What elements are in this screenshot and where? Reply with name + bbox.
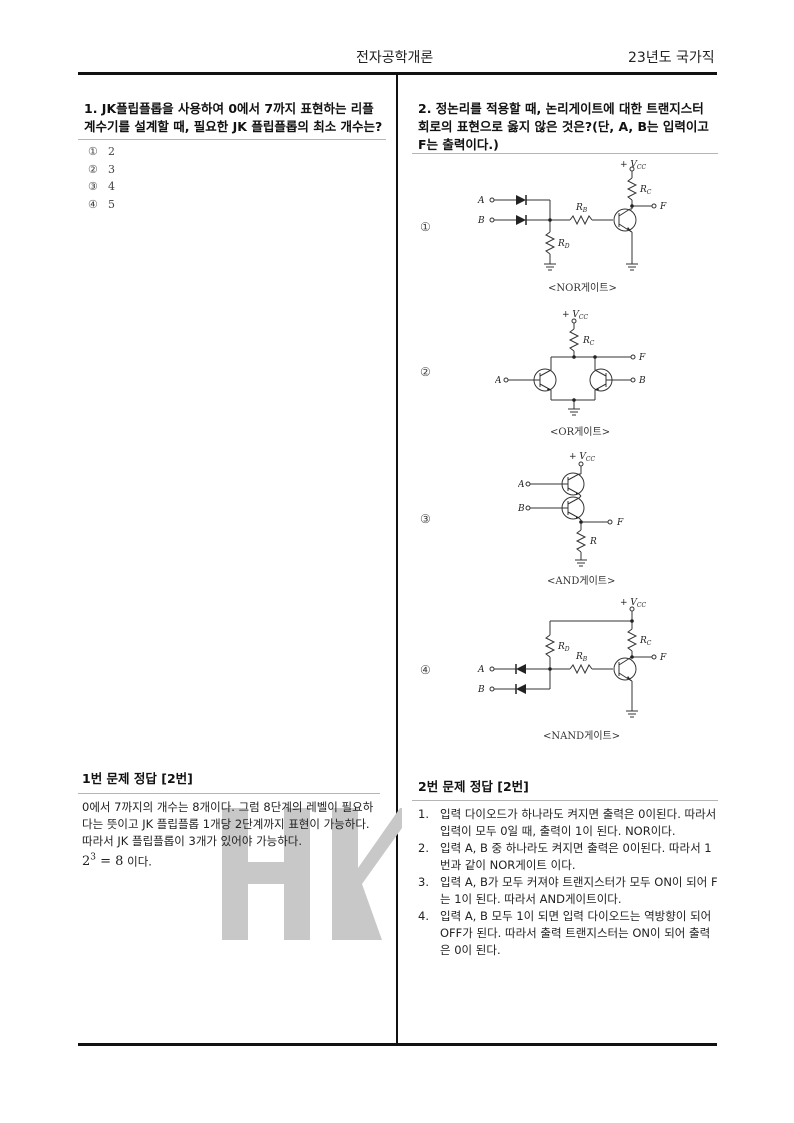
svg-text:RD: RD bbox=[557, 239, 570, 250]
answer-1-formula: 23 = 8 bbox=[82, 853, 124, 870]
choice-value: 2 bbox=[108, 145, 115, 158]
svg-text:B: B bbox=[638, 376, 646, 386]
svg-text:RC: RC bbox=[639, 636, 652, 647]
formula-exponent: 3 bbox=[90, 853, 97, 863]
q2-choice-1-number[interactable]: ① bbox=[420, 220, 431, 234]
choice-number: ① bbox=[88, 145, 98, 158]
circuit-and-gate: + VCC A B F R bbox=[518, 452, 624, 567]
svg-text:RC: RC bbox=[639, 185, 652, 196]
header-subject: 전자공학개론 bbox=[356, 50, 434, 66]
circuit-nor-gate: + VCC RC RB RD A B F bbox=[477, 160, 667, 271]
caption-and-gate: <AND게이트> bbox=[547, 576, 616, 587]
svg-text:F: F bbox=[659, 202, 667, 212]
item-text: 입력 A, B 모두 1이 되면 입력 다이오드는 역방향이 되어 OFF가 된… bbox=[440, 909, 712, 957]
q2-choice-3-number[interactable]: ③ bbox=[420, 512, 431, 526]
list-item: 4. 입력 A, B 모두 1이 되면 입력 다이오드는 역방향이 되어 OFF가… bbox=[418, 908, 718, 959]
svg-text:RC: RC bbox=[582, 336, 595, 347]
header-rule bbox=[78, 72, 717, 75]
svg-text:A: A bbox=[518, 480, 525, 490]
answer-1-title: 1번 문제 정답 [2번] bbox=[82, 771, 193, 786]
choice-number: ② bbox=[88, 162, 98, 176]
item-text: 입력 A, B 중 하나라도 켜지면 출력은 0이된다. 따라서 1번과 같이 … bbox=[440, 841, 712, 872]
svg-text:A: A bbox=[477, 196, 485, 206]
answer-2-title: 2번 문제 정답 [2번] bbox=[418, 779, 529, 794]
choice-value: 4 bbox=[108, 180, 115, 193]
choice-value: 3 bbox=[108, 162, 115, 176]
circuit-or-gate: + VCC RC A F B bbox=[495, 310, 646, 416]
item-number: 4. bbox=[418, 909, 429, 923]
svg-text:F: F bbox=[616, 518, 624, 528]
footer-rule bbox=[78, 1043, 717, 1046]
svg-text:R: R bbox=[589, 537, 597, 547]
formula-rest: = 8 bbox=[96, 854, 124, 870]
svg-text:A: A bbox=[477, 665, 485, 675]
list-item: 1. 입력 다이오드가 하나라도 켜지면 출력은 0이된다. 따라서 입력이 모두… bbox=[418, 806, 718, 840]
caption-nand-gate: <NAND게이트> bbox=[543, 731, 621, 742]
item-number: 1. bbox=[418, 807, 429, 821]
svg-text:RB: RB bbox=[575, 203, 588, 214]
svg-text:F: F bbox=[659, 653, 667, 663]
answer-1-text: 0에서 7까지의 개수는 8개이다. 그럼 8단계의 레벨이 필요하다는 뜻이고… bbox=[82, 800, 374, 848]
answer-2-rule bbox=[412, 800, 718, 801]
answer-1-rule bbox=[78, 793, 380, 794]
question-2-rule bbox=[412, 153, 718, 154]
svg-text:B: B bbox=[518, 504, 525, 514]
q2-choice-2-number[interactable]: ② bbox=[420, 365, 431, 379]
svg-text:+ VCC: + VCC bbox=[569, 452, 595, 463]
svg-text:A: A bbox=[495, 376, 502, 386]
svg-text:RB: RB bbox=[575, 652, 588, 663]
circuit-nand-gate: + VCC RC RD RB A B F bbox=[477, 598, 667, 718]
svg-text:+ VCC: + VCC bbox=[620, 598, 646, 609]
formula-base: 2 bbox=[82, 854, 91, 870]
svg-text:F: F bbox=[638, 353, 646, 363]
list-item: 3. 입력 A, B가 모두 커져야 트랜지스터가 모두 ON이 되어 F는 1이… bbox=[418, 874, 718, 908]
answer-1-explanation: 0에서 7까지의 개수는 8개이다. 그럼 8단계의 레벨이 필요하다는 뜻이고… bbox=[82, 799, 382, 870]
item-number: 3. bbox=[418, 875, 429, 889]
caption-or-gate: <OR게이트> bbox=[550, 427, 611, 438]
list-item: 2. 입력 A, B 중 하나라도 켜지면 출력은 0이된다. 따라서 1번과 같… bbox=[418, 840, 718, 874]
item-text: 입력 A, B가 모두 커져야 트랜지스터가 모두 ON이 되어 F는 1이 된… bbox=[440, 875, 718, 906]
choice-number: ③ bbox=[88, 180, 98, 193]
answer-2-explanation-list: 1. 입력 다이오드가 하나라도 켜지면 출력은 0이된다. 따라서 입력이 모두… bbox=[418, 806, 718, 959]
choice-value: 5 bbox=[108, 197, 115, 211]
question-1-text: 1. JK플립플롭을 사용하여 0에서 7까지 표현하는 리플 계수기를 설계할… bbox=[84, 101, 383, 134]
column-divider bbox=[396, 74, 398, 1046]
caption-nor-gate: <NOR게이트> bbox=[548, 283, 617, 294]
header-exam-year: 23년도 국가직 bbox=[628, 50, 715, 66]
question-2-text: 2. 정논리를 적용할 때, 논리게이트에 대한 트랜지스터 회로의 표현으로 … bbox=[418, 101, 709, 152]
choice-number: ④ bbox=[88, 197, 98, 211]
item-number: 2. bbox=[418, 841, 429, 855]
vcc-label: + VCC bbox=[620, 160, 646, 171]
svg-text:RD: RD bbox=[557, 642, 570, 653]
svg-text:+ VCC: + VCC bbox=[562, 310, 588, 321]
q2-choice-4-number[interactable]: ④ bbox=[420, 663, 431, 677]
item-text: 입력 다이오드가 하나라도 켜지면 출력은 0이된다. 따라서 입력이 모두 0… bbox=[440, 807, 717, 838]
svg-text:B: B bbox=[477, 685, 485, 695]
svg-text:B: B bbox=[477, 216, 485, 226]
question-1-rule bbox=[78, 139, 386, 140]
formula-suffix: 이다. bbox=[123, 854, 152, 869]
